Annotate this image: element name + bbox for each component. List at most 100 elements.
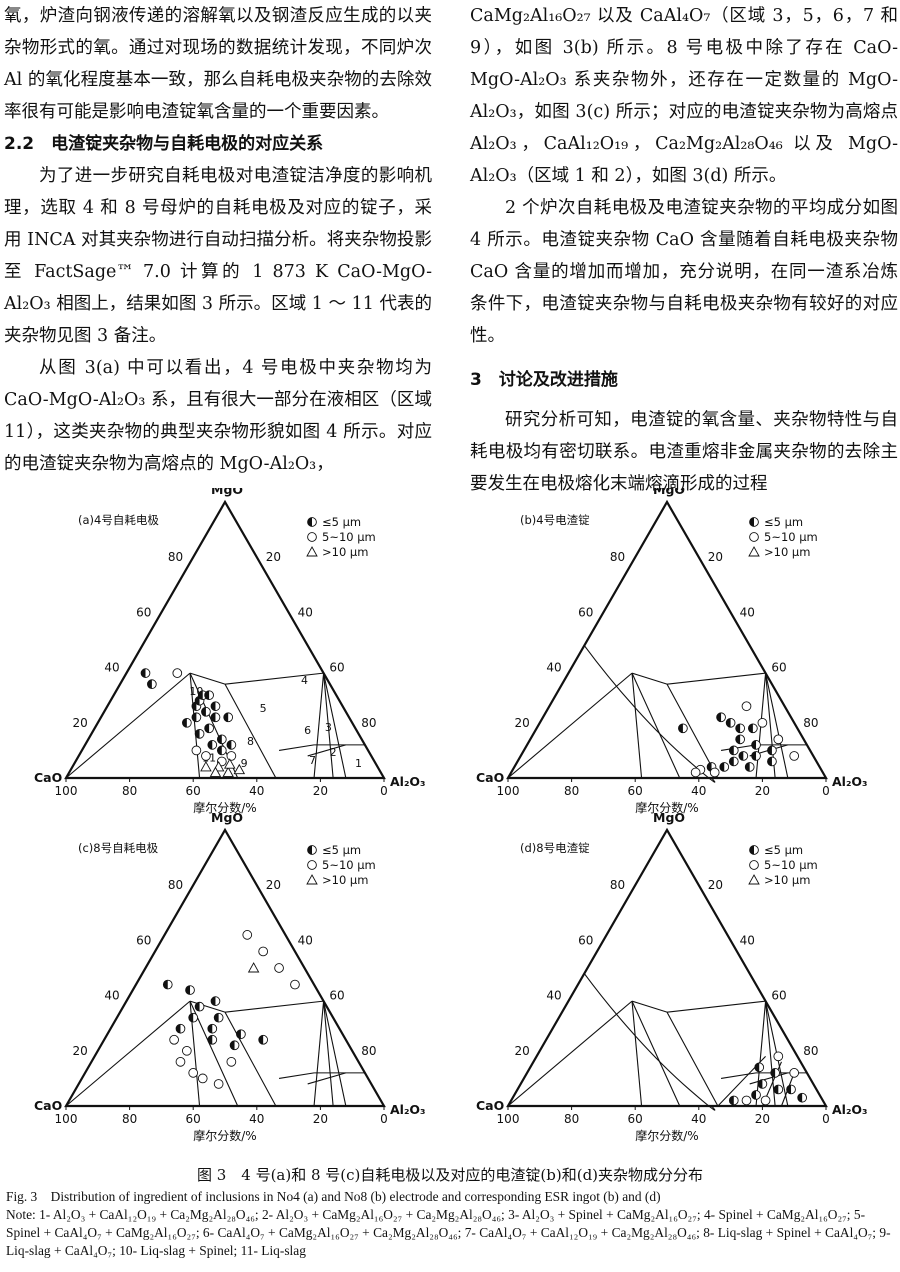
open-circle-marker <box>181 1045 192 1056</box>
half-filled-marker <box>719 762 725 772</box>
left-tick-label: 60 <box>136 933 151 947</box>
phase-boundary-line <box>313 673 325 779</box>
data-point <box>191 745 202 756</box>
data-point <box>216 745 227 756</box>
vertex-label-cao: CaO <box>34 770 62 785</box>
data-point <box>767 745 777 756</box>
right-tick-label: 20 <box>266 878 281 892</box>
half-filled-marker <box>201 707 206 717</box>
data-point <box>716 712 726 723</box>
left-text-column: 氧，炉渣向钢液传递的溶解氧以及钢渣反应生成的以夹杂物形式的氧。通过对现场的数据统… <box>4 0 432 480</box>
open-circle-marker <box>709 767 720 778</box>
data-point <box>222 766 234 777</box>
open-circle-marker <box>172 668 183 678</box>
data-point <box>226 740 237 750</box>
bottom-tick-label: 80 <box>564 784 579 798</box>
phase-boundary-line <box>307 744 346 757</box>
data-point <box>754 1062 765 1073</box>
left-tick-label: 40 <box>104 989 119 1003</box>
data-point <box>226 751 237 761</box>
ternary-triangle <box>64 827 386 1108</box>
data-point <box>229 1040 240 1051</box>
half-filled-marker <box>217 734 222 744</box>
vertex-label-cao: CaO <box>476 770 504 785</box>
half-filled-marker <box>729 1096 734 1105</box>
half-filled-marker <box>198 690 203 700</box>
open-circle-marker <box>757 717 768 728</box>
open-circle-marker <box>760 1095 771 1106</box>
bottom-tick-label: 100 <box>497 784 520 798</box>
open-circle-marker <box>242 930 253 940</box>
phase-boundary-line <box>666 672 766 685</box>
data-point <box>760 1095 771 1106</box>
vertex-label-mgo: MgO <box>211 810 243 825</box>
legend-label: ≤5 μm <box>322 843 361 857</box>
half-filled-marker <box>163 980 168 989</box>
open-circle-marker <box>741 1095 752 1106</box>
region-number: 9 <box>241 757 248 770</box>
data-point <box>201 751 211 761</box>
phase-boundary-line <box>666 1011 719 1107</box>
half-filled-marker <box>207 1024 213 1034</box>
phase-boundary-line <box>507 672 633 779</box>
left-tick-label: 60 <box>578 933 593 947</box>
legend-label: >10 μm <box>764 545 810 559</box>
paragraph: 2 个炉次自耗电极及电渣锭夹杂物的平均成分如图 4 所示。电渣锭夹杂物 CaO … <box>470 198 898 346</box>
half-filled-marker <box>751 740 757 750</box>
bottom-tick-label: 20 <box>755 784 770 798</box>
open-circle-marker <box>201 751 211 761</box>
phase-boundary-line <box>631 672 681 779</box>
left-tick-label: 20 <box>515 716 530 730</box>
half-filled-marker <box>207 740 213 750</box>
data-point <box>719 762 730 772</box>
open-circle-marker <box>741 701 752 712</box>
half-filled-marker <box>716 712 722 722</box>
ternary-triangle <box>64 499 386 780</box>
bottom-tick-label: 20 <box>755 1112 770 1126</box>
phase-boundary-line <box>65 672 191 779</box>
half-filled-marker <box>176 1024 181 1034</box>
data-point <box>226 1056 237 1067</box>
half-filled-marker <box>745 762 750 772</box>
half-filled-marker <box>214 1013 219 1023</box>
data-point <box>194 728 205 739</box>
open-circle-marker <box>197 1073 208 1084</box>
half-filled-marker <box>748 723 753 733</box>
left-tick-label: 20 <box>73 1044 88 1058</box>
phase-boundary-line <box>631 672 668 685</box>
half-filled-marker <box>770 1068 776 1078</box>
half-filled-marker <box>729 746 734 755</box>
open-circle-marker <box>773 1051 784 1062</box>
bottom-tick-label: 60 <box>186 1112 201 1126</box>
phase-boundary-line <box>765 673 789 779</box>
bottom-tick-label: 40 <box>691 784 706 798</box>
vertex-label-cao: CaO <box>34 1098 62 1113</box>
open-triangle-marker <box>233 763 246 775</box>
half-filled-marker <box>751 1090 757 1100</box>
data-point <box>786 1084 796 1095</box>
half-filled-marker <box>754 1062 760 1072</box>
data-point <box>194 695 205 706</box>
data-point <box>213 1012 224 1023</box>
right-tick-label: 80 <box>803 716 818 730</box>
phase-boundary-line <box>189 1000 226 1013</box>
region-number: 4 <box>301 674 308 687</box>
legend-label: >10 μm <box>322 545 368 559</box>
phase-boundary-line <box>278 1072 315 1079</box>
half-filled-marker <box>307 845 312 855</box>
data-point <box>223 712 234 723</box>
legend-label: ≤5 μm <box>764 515 803 529</box>
phase-boundary-line <box>323 673 347 779</box>
open-circle-marker <box>773 734 784 745</box>
left-tick-label: 80 <box>610 878 625 892</box>
half-filled-marker <box>211 712 216 722</box>
open-circle-marker <box>789 1068 800 1078</box>
half-filled-marker <box>797 1093 803 1103</box>
bottom-tick-label: 40 <box>691 1112 706 1126</box>
figure-caption-zh: 图 3 4 号(a)和 8 号(c)自耗电极以及对应的电渣锭(b)和(d)夹杂物… <box>196 1166 704 1184</box>
half-filled-marker <box>147 679 152 689</box>
region-number: 5 <box>260 702 267 715</box>
phase-boundary-line <box>278 744 315 751</box>
vertex-label-al2o3: Al₂O₃ <box>390 774 426 789</box>
